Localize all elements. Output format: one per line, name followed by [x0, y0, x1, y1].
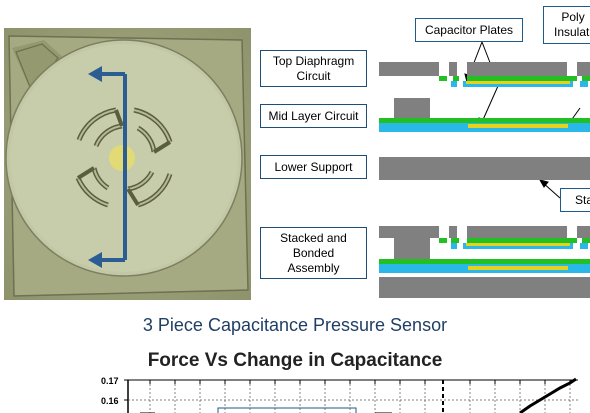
top-diaphragm-label: Top Diaphragm Circuit	[260, 50, 367, 87]
stacked-assembly-section	[379, 226, 590, 298]
lower-support-label: Lower Support	[260, 155, 367, 179]
stacked-assembly-label: Stacked and Bonded Assembly	[260, 227, 367, 279]
poly-insulation-callout: Poly Insulati	[543, 6, 590, 44]
y-tick-label: 0.17	[101, 376, 119, 386]
sensor-photo	[4, 28, 251, 300]
mid-layer-label: Mid Layer Circuit	[260, 104, 367, 128]
sensor-photo-image	[4, 28, 251, 300]
mid-layer-section	[379, 98, 590, 132]
main-title: 3 Piece Capacitance Pressure Sensor	[142, 315, 448, 335]
chart-plot-area	[124, 377, 578, 413]
chart-title: Force Vs Change in Capacitance	[147, 350, 443, 371]
y-tick-label: 0.16	[101, 396, 119, 406]
capacitor-plates-callout: Capacitor Plates	[415, 18, 523, 42]
top-diaphragm-section	[379, 62, 590, 87]
lower-support-section	[379, 157, 590, 180]
standoff-callout: Sta	[560, 188, 590, 212]
cross-section-diagram	[379, 41, 590, 298]
